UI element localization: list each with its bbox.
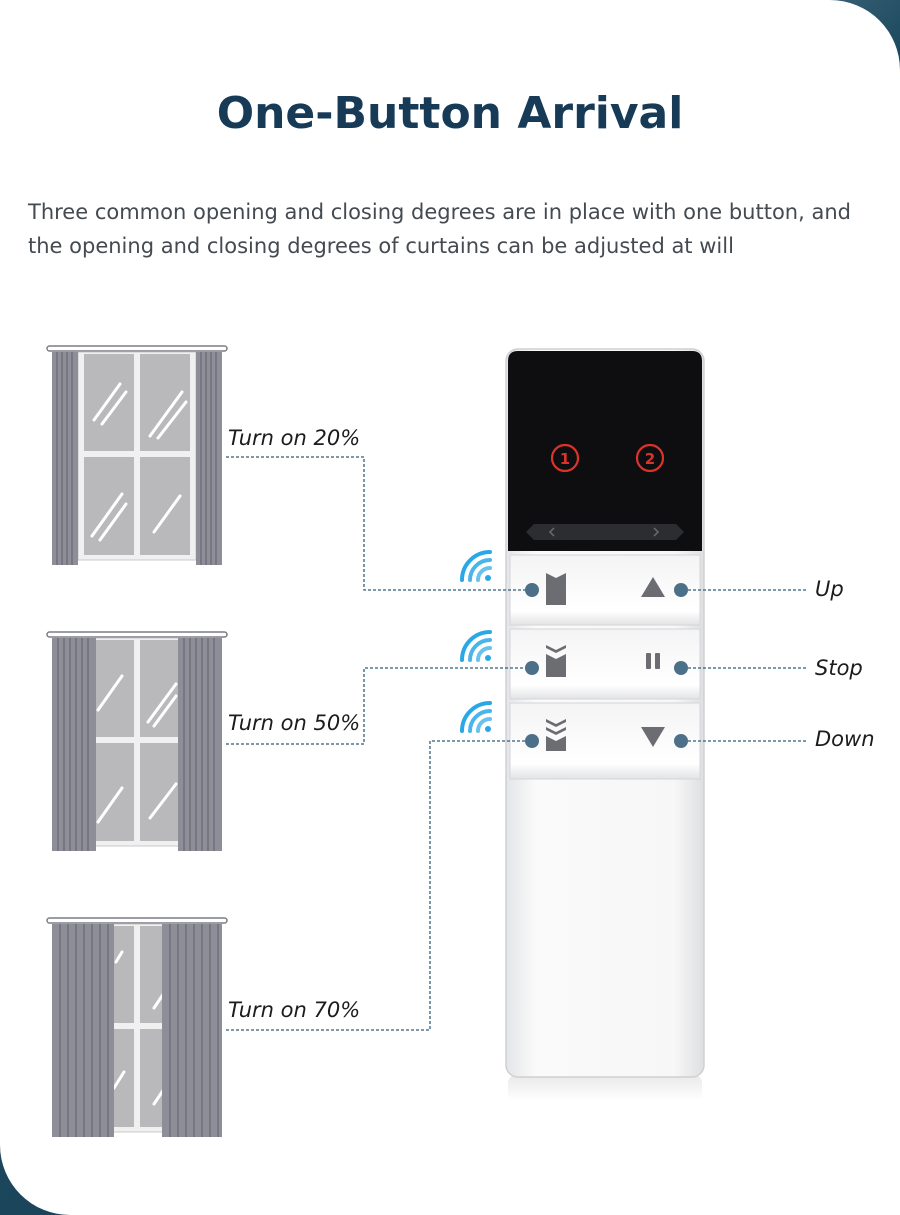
window-pane: [140, 354, 190, 451]
channel-slider[interactable]: [526, 524, 684, 540]
curtain-right-folds: [200, 352, 217, 565]
curtain-rod: [46, 917, 228, 924]
control-label-down: Down: [815, 727, 875, 751]
pause-icon[interactable]: [655, 653, 660, 669]
curtain-right-panel: [178, 638, 222, 851]
curtain-right-panel: [162, 924, 222, 1137]
remote-control: 1 2: [505, 348, 705, 1101]
curtain-right-folds: [169, 924, 219, 1137]
curtain-rod: [46, 631, 228, 638]
curtain-left-folds: [56, 352, 73, 565]
control-label-stop: Stop: [815, 656, 863, 680]
curtain-illustration-20: [46, 345, 228, 565]
connector-70: [226, 740, 530, 1031]
preset-50-icon[interactable]: [546, 645, 566, 677]
page-title: One-Button Arrival: [216, 88, 684, 139]
curtain-label-20: Turn on 20%: [228, 426, 361, 450]
channel-right-arrow-icon[interactable]: [653, 527, 660, 537]
window-pane: [140, 457, 190, 555]
preset-70-icon[interactable]: [546, 719, 566, 751]
control-label-up: Up: [815, 577, 844, 601]
curtain-label-50: Turn on 50%: [228, 711, 361, 735]
screen-button-1-icon[interactable]: [550, 443, 580, 473]
button-row-2[interactable]: [509, 628, 701, 700]
curtain-left-panel: [52, 638, 96, 851]
button-row-3[interactable]: [509, 702, 701, 780]
pause-icon[interactable]: [646, 653, 651, 669]
window-pane: [84, 354, 134, 451]
screen-button-2-digit: 2: [645, 450, 655, 468]
curtain-left-panel: [52, 352, 78, 565]
curtain-illustration-50: [46, 631, 228, 851]
glass-glare: [90, 382, 188, 542]
wireless-signal-icon: [460, 630, 492, 662]
triangle-up-icon[interactable]: [641, 577, 665, 597]
curtain-left-folds: [57, 638, 89, 851]
page-description: Three common opening and closing degrees…: [28, 200, 851, 258]
curtain-illustration-70: [46, 917, 228, 1137]
triangle-down-icon[interactable]: [641, 727, 665, 747]
window-pane: [84, 457, 134, 555]
channel-left-arrow-icon[interactable]: [548, 527, 555, 537]
curtain-right-panel: [196, 352, 222, 565]
curtain-label-70: Turn on 70%: [228, 998, 361, 1022]
remote-screen: [508, 351, 702, 551]
curtain-left-panel: [52, 924, 114, 1137]
curtain-rod: [46, 345, 228, 352]
curtain-right-folds: [183, 638, 215, 851]
preset-20-icon[interactable]: [546, 573, 566, 605]
wireless-signal-icon: [460, 550, 492, 582]
screen-button-2-icon[interactable]: [635, 443, 665, 473]
wireless-signal-icon: [460, 701, 492, 733]
screen-button-1-digit: 1: [560, 450, 570, 468]
remote-reflection: [508, 1075, 702, 1101]
glass-glare: [96, 674, 178, 824]
button-row-1[interactable]: [509, 554, 701, 626]
curtain-left-folds: [59, 924, 109, 1137]
